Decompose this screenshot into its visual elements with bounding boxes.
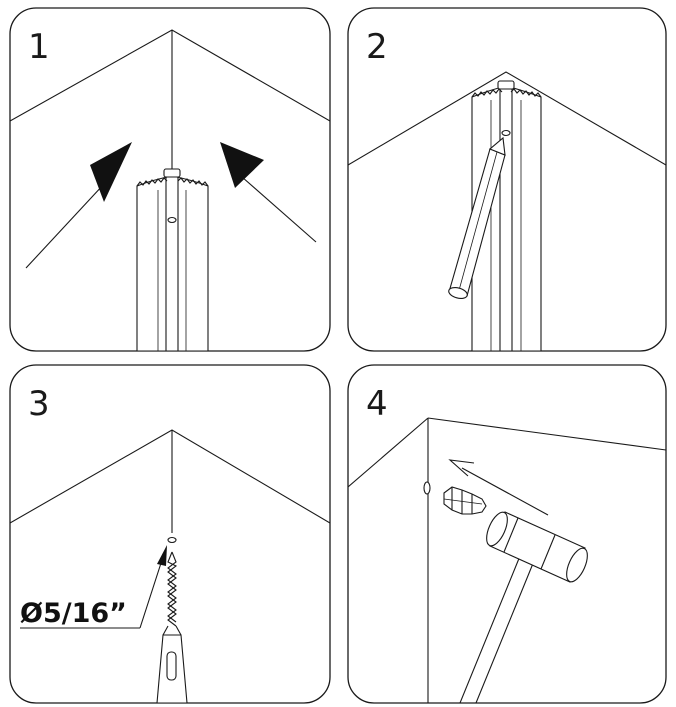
wall-ceiling-edge xyxy=(348,417,429,488)
pencil-icon xyxy=(448,136,506,299)
panel-step-2: 2 xyxy=(347,7,667,352)
panel-step-1: 1 xyxy=(9,7,331,352)
hammer-icon xyxy=(459,511,588,703)
wall-ceiling-edge xyxy=(348,71,666,166)
drilled-hole xyxy=(167,536,177,544)
dimension-leader xyxy=(20,545,167,629)
step-number: 3 xyxy=(28,384,50,424)
panel-step-4: 4 xyxy=(347,364,667,704)
panel-step-3: 3 Ø5/16” xyxy=(9,364,331,704)
insert-arrow xyxy=(448,459,549,516)
right-arrow xyxy=(220,142,317,243)
drilled-hole xyxy=(423,481,431,495)
step-number: 1 xyxy=(28,27,50,67)
corner-profile xyxy=(136,168,209,351)
step-number: 4 xyxy=(366,384,388,424)
step-number: 2 xyxy=(366,27,388,67)
drill-bit-icon xyxy=(156,551,188,703)
drill-diameter-label: Ø5/16” xyxy=(20,598,127,629)
left-arrow xyxy=(25,142,132,269)
wall-plug-icon xyxy=(443,486,487,515)
